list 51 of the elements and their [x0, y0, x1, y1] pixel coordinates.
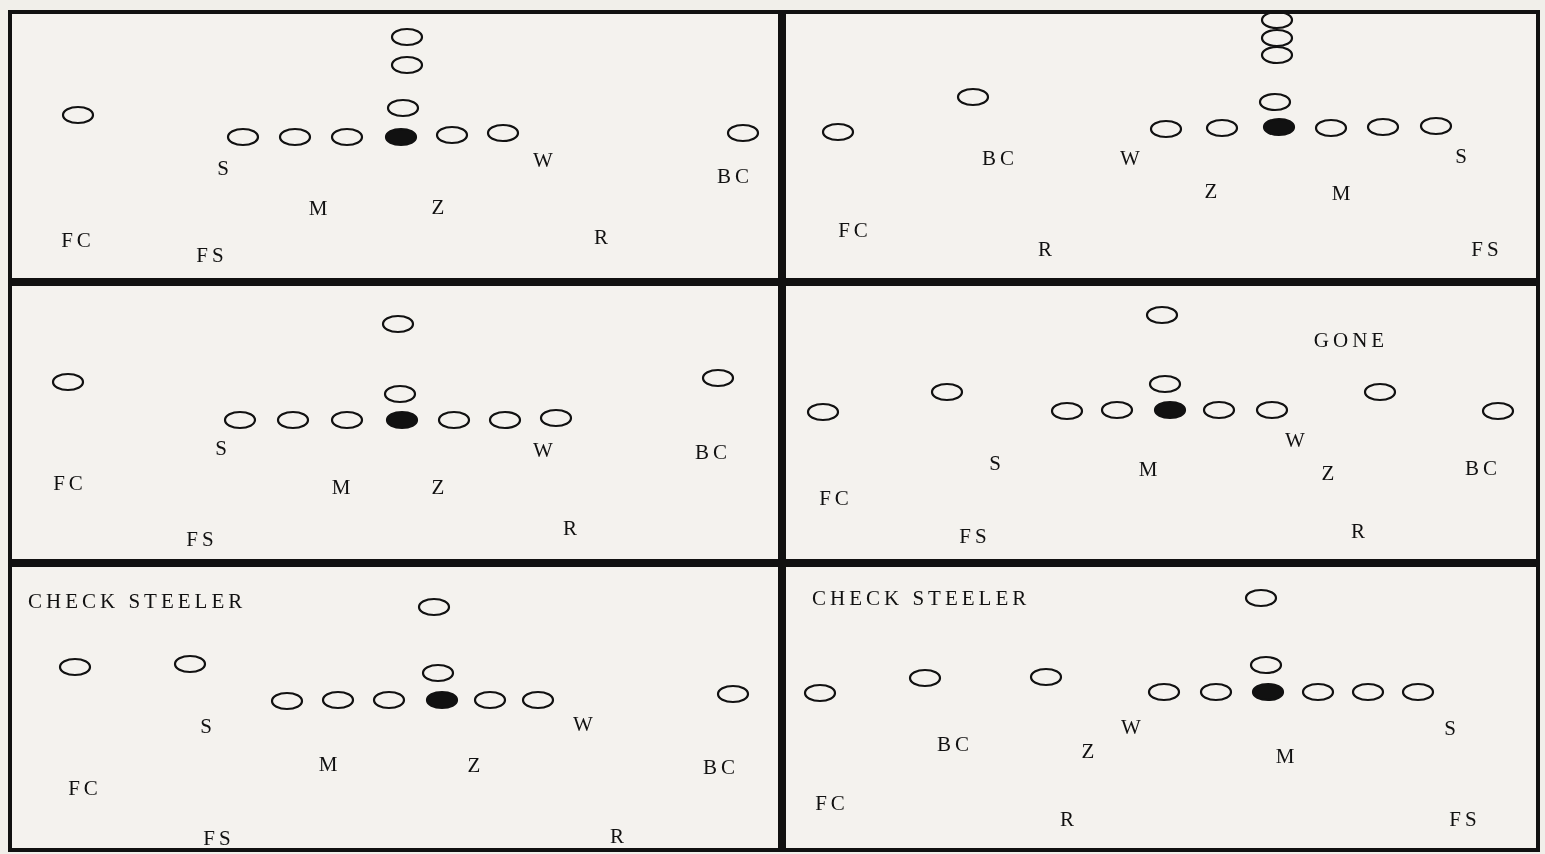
position-label: BC — [982, 147, 1018, 169]
position-label: Z — [467, 754, 485, 776]
position-label: R — [1038, 238, 1056, 260]
position-label: Z — [1081, 740, 1099, 762]
position-label: W — [573, 713, 597, 735]
position-label: W — [533, 149, 557, 171]
position-label: S — [217, 157, 233, 179]
position-label: Z — [431, 476, 449, 498]
position-label: FS — [186, 528, 218, 550]
position-label: W — [1285, 429, 1309, 451]
position-label: R — [610, 825, 628, 847]
position-label: R — [1060, 808, 1078, 830]
position-label: S — [989, 452, 1005, 474]
position-label: GONE — [1313, 329, 1389, 351]
position-label: S — [1444, 717, 1460, 739]
position-label: FS — [203, 827, 235, 849]
position-label: BC — [937, 733, 973, 755]
position-label: S — [1455, 145, 1471, 167]
position-label: FC — [838, 219, 872, 241]
position-label: R — [594, 226, 612, 248]
position-label: BC — [695, 441, 731, 463]
position-label: M — [1138, 458, 1162, 480]
position-label: M — [318, 753, 342, 775]
position-label: M — [1275, 745, 1299, 767]
position-label: BC — [717, 165, 753, 187]
position-label: R — [1351, 520, 1369, 542]
play-call: CHECK STEELER — [28, 590, 247, 612]
position-label: FS — [1471, 238, 1503, 260]
position-label: FS — [959, 525, 991, 547]
position-label: FC — [819, 487, 853, 509]
position-label: W — [1121, 716, 1145, 738]
position-label: FC — [61, 229, 95, 251]
position-label: W — [1120, 147, 1144, 169]
position-label: FC — [68, 777, 102, 799]
position-label: BC — [1465, 457, 1501, 479]
position-label: FC — [53, 472, 87, 494]
position-label: M — [308, 197, 332, 219]
position-label: S — [215, 437, 231, 459]
play-call: CHECK STEELER — [812, 587, 1031, 609]
position-label: R — [563, 517, 581, 539]
position-label: BC — [703, 756, 739, 778]
position-label: Z — [431, 196, 449, 218]
position-label: Z — [1321, 462, 1339, 484]
position-label: W — [533, 439, 557, 461]
position-label: FS — [1449, 808, 1481, 830]
position-label: M — [1331, 182, 1355, 204]
position-label: M — [331, 476, 355, 498]
position-label: S — [200, 715, 216, 737]
position-label: FC — [815, 792, 849, 814]
position-label: FS — [196, 244, 228, 266]
position-label: Z — [1204, 180, 1222, 202]
